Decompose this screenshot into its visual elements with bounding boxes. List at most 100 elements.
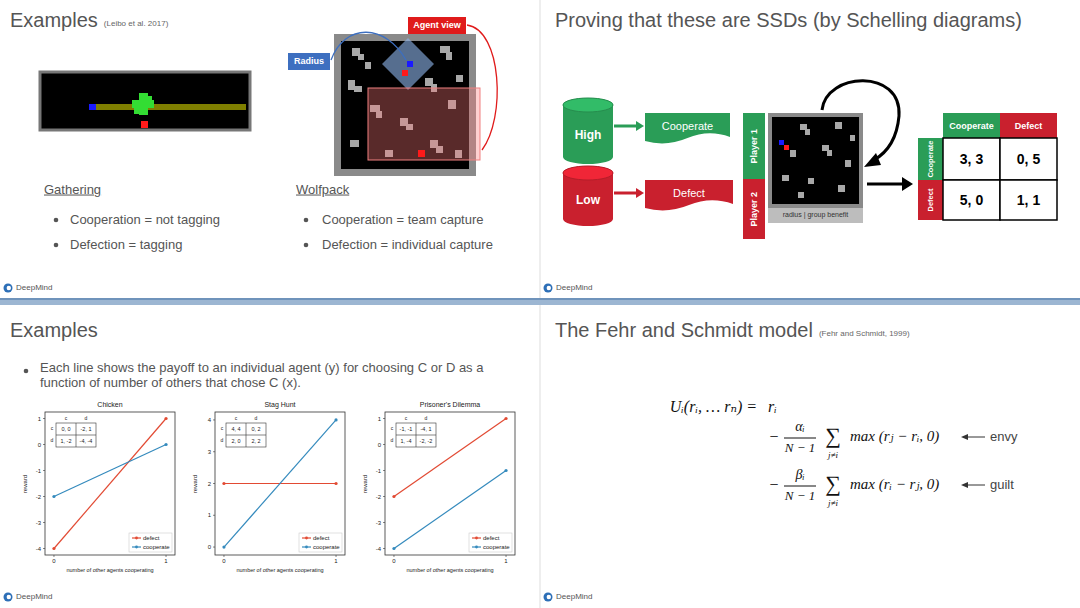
tick-mark [383, 418, 385, 419]
formula-part: j≠i [828, 450, 838, 460]
tick-mark [383, 444, 385, 445]
matrix-cell: 0, 5 [1017, 151, 1040, 167]
caption-bar: radius | group benefit [768, 208, 863, 223]
formula-part: N − 1 [785, 489, 815, 504]
callout-box: Agent view [408, 17, 466, 34]
node-text: Agent view [413, 20, 461, 30]
wolfpack-screen [331, 25, 497, 176]
tick-label: -4 [376, 545, 381, 552]
citation: (Leibo et al. 2017) [104, 19, 169, 28]
payoff-line [394, 471, 506, 549]
matrix-header: c [221, 426, 224, 432]
matrix-cell: 0, 2 [251, 426, 260, 432]
matrix-header: Cooperate [926, 140, 935, 177]
payoff-line [394, 419, 506, 497]
callout-box: Radius [288, 53, 330, 70]
inset-grid [56, 435, 96, 436]
data-point [334, 482, 337, 485]
matrix-cell: -4, -4 [80, 438, 93, 444]
data-point [52, 547, 55, 550]
cylinder: High [563, 98, 613, 164]
data-point [504, 469, 507, 472]
tick-label: 0 [38, 441, 41, 448]
tick-label: -1 [376, 467, 381, 474]
tick-label: 1 [378, 415, 381, 422]
matrix-header: c [51, 426, 54, 432]
formula-part: ∑ [825, 423, 841, 448]
gathering-screen [40, 72, 250, 130]
panel-divider [0, 298, 1080, 300]
formula-part: j≠i [828, 498, 838, 508]
axis-title: number of other agents cooperating [236, 567, 323, 573]
matrix-cell: 0, 0 [61, 426, 70, 432]
node-text: radius | group benefit [783, 211, 849, 219]
annotation: guilt [990, 478, 1014, 493]
legend-sample [132, 537, 141, 538]
footer-logo-text: DeepMind [556, 283, 592, 292]
tick-mark [43, 444, 45, 445]
node-text: Radius [294, 56, 324, 66]
player-tab: Player 1 [743, 113, 765, 179]
formula-part: − [769, 476, 778, 494]
panel-divider [540, 0, 541, 298]
data-point [334, 418, 337, 421]
tick-mark [213, 419, 215, 420]
tick-label: -2 [376, 493, 381, 500]
data-point [52, 495, 55, 498]
chart-title: Stag Hunt [264, 401, 295, 409]
node-text: Player 1 [749, 129, 759, 164]
formula-part: αᵢ [795, 419, 805, 435]
matrix-header: c [391, 426, 394, 432]
inset-matrix [396, 423, 436, 447]
inset-grid [396, 435, 436, 436]
legend-sample [475, 537, 478, 540]
formula-part: rᵢ [768, 398, 777, 416]
chart-title: Chicken [97, 401, 122, 409]
matrix-header: Defect [926, 189, 935, 212]
data-point [392, 547, 395, 550]
tick-mark [383, 522, 385, 523]
document-banner: Defect [645, 180, 733, 212]
tick-mark [383, 548, 385, 549]
tick-mark [383, 496, 385, 497]
legend-sample [302, 537, 311, 538]
panel-title: Examples [10, 319, 98, 342]
footer-logo-text: DeepMind [16, 283, 52, 292]
inset-grid [226, 435, 266, 436]
tick-mark [213, 451, 215, 452]
tick-label: 1 [504, 558, 507, 565]
tick-label: 2 [208, 480, 211, 487]
flow-arrow [614, 188, 644, 198]
matrix-header: d [391, 438, 394, 444]
tick-mark [43, 522, 45, 523]
tick-label: 0 [52, 558, 55, 565]
node-text: Cooperate [662, 120, 713, 133]
leader-line [467, 25, 497, 150]
inset-matrix [56, 423, 96, 447]
legend-sample [132, 546, 141, 547]
cylinder: Low [563, 166, 613, 226]
legend-box [469, 533, 512, 552]
tick-label: 0 [378, 441, 381, 448]
matrix-cell: -2, -2 [420, 438, 433, 444]
data-point [392, 495, 395, 498]
tick-label: -3 [36, 519, 41, 526]
document-banner: Cooperate [645, 113, 730, 145]
formula-part: Uᵢ(rᵢ, … rₙ) = [670, 398, 757, 416]
pointer-arrow [961, 434, 985, 488]
matrix-cell: -2, 1 [80, 426, 91, 432]
annotation: envy [990, 430, 1017, 445]
tick-label: 4 [208, 416, 211, 423]
data-point [164, 417, 167, 420]
matrix-cell: -1, -1 [400, 426, 413, 432]
fraction-bar [784, 438, 816, 486]
tick-mark [213, 515, 215, 516]
matrix-header: d [51, 438, 54, 444]
panel-title: The Fehr and Schmidt model [555, 319, 813, 342]
chart-title: Prisoner's Dilemma [420, 401, 480, 409]
tick-mark [336, 555, 337, 557]
tick-label: 0 [222, 558, 225, 565]
tick-label: 1 [334, 558, 337, 565]
legend-text: cooperate [483, 544, 510, 551]
legend-box [299, 533, 342, 552]
